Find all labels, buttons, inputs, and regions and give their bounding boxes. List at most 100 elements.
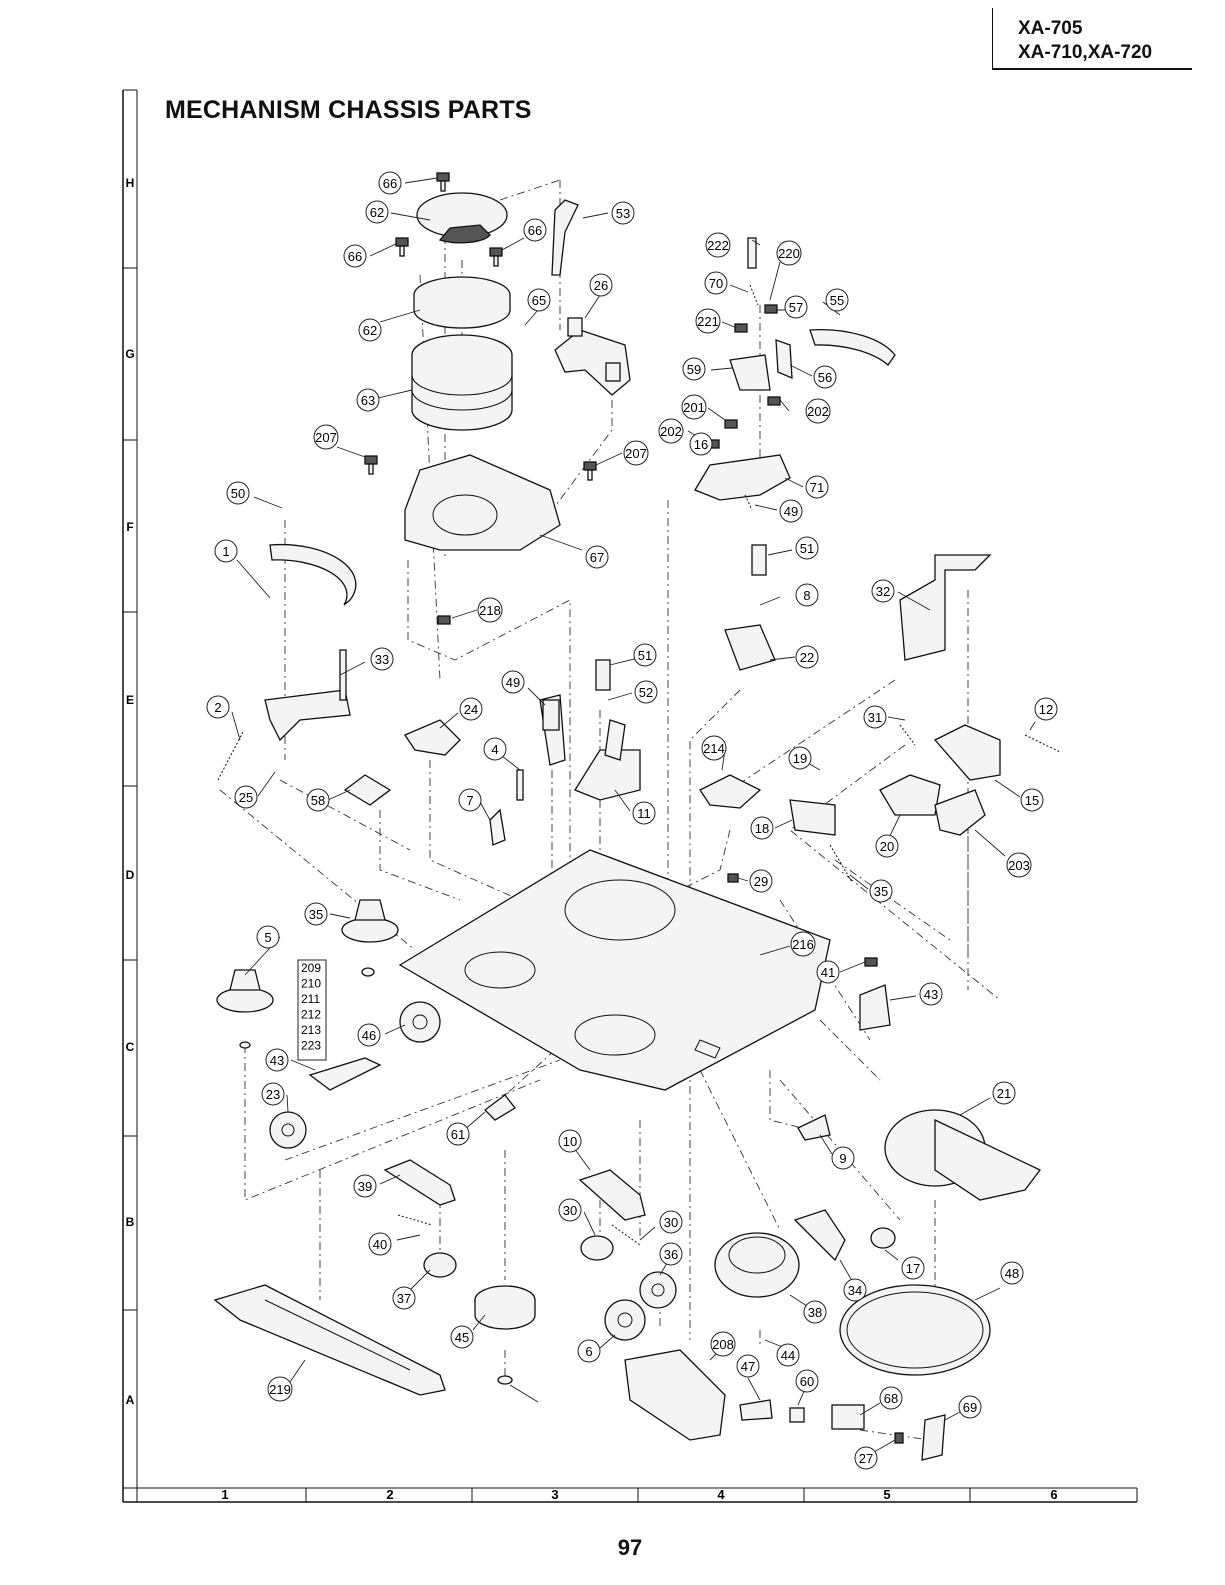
page-title: MECHANISM CHASSIS PARTS <box>165 96 532 124</box>
part-callout-number: 218 <box>479 603 501 618</box>
part-callout-number: 7 <box>466 793 473 808</box>
part-callout: 1 <box>214 539 238 563</box>
part-callout-number: 48 <box>1005 1266 1019 1281</box>
part-callout: 27 <box>854 1446 878 1470</box>
part-callout-number: 50 <box>231 486 245 501</box>
part-callout: 43 <box>265 1048 289 1072</box>
part-callout: 49 <box>779 499 803 523</box>
part-callout-number: 61 <box>451 1127 465 1142</box>
part-callout: 7 <box>458 788 482 812</box>
part-callout-number: 37 <box>397 1291 411 1306</box>
part-callout-number: 44 <box>781 1348 795 1363</box>
part-callout: 36 <box>659 1242 683 1266</box>
part-callout-number: 2 <box>214 700 221 715</box>
part-callout-number: 65 <box>532 293 546 308</box>
part-callouts: 6662666662635365262072075067121822222070… <box>206 171 1058 1470</box>
part-number-list-item: 212 <box>301 1008 321 1022</box>
part-callout-number: 33 <box>375 652 389 667</box>
part-small-brackets <box>308 984 891 1262</box>
part-callout-number: 53 <box>616 206 630 221</box>
part-callout: 17 <box>901 1256 925 1280</box>
part-callout-number: 30 <box>664 1215 678 1230</box>
part-callout-number: 220 <box>778 246 800 261</box>
part-callout-number: 20 <box>880 839 894 854</box>
part-callout-number: 63 <box>361 393 375 408</box>
model-number: XA-710,XA-720 <box>1018 42 1153 63</box>
part-drum-assembly <box>404 192 561 551</box>
callout-leaders <box>231 177 1036 1453</box>
part-number-list-item: 211 <box>301 992 320 1006</box>
part-callout: 33 <box>370 647 394 671</box>
part-callout-number: 208 <box>712 1337 734 1352</box>
part-callout-number: 202 <box>807 404 829 419</box>
part-callout-number: 222 <box>707 238 729 253</box>
part-callout-number: 66 <box>383 176 397 191</box>
part-callout: 46 <box>357 1023 381 1047</box>
part-callout: 12 <box>1034 697 1058 721</box>
grid-column-label: 3 <box>551 1487 558 1502</box>
part-callout-number: 12 <box>1039 702 1053 717</box>
part-callout: 10 <box>558 1129 582 1153</box>
part-callout-number: 26 <box>594 278 608 293</box>
part-callout: 68 <box>879 1386 903 1410</box>
part-callout: 59 <box>682 357 706 381</box>
part-callout-number: 60 <box>800 1374 814 1389</box>
part-callout: 37 <box>392 1286 416 1310</box>
part-callout-number: 23 <box>266 1087 280 1102</box>
part-callout: 69 <box>958 1395 982 1419</box>
part-callout-number: 214 <box>703 741 725 756</box>
part-callout: 11 <box>632 801 656 825</box>
part-callout-number: 49 <box>784 504 798 519</box>
part-callout-number: 15 <box>1025 793 1039 808</box>
grid-row-label: D <box>126 868 135 882</box>
part-callout-number: 201 <box>683 400 705 415</box>
part-callout-number: 19 <box>793 751 807 766</box>
part-callout: 219 <box>267 1376 293 1402</box>
part-callout: 29 <box>749 869 773 893</box>
part-callout: 202 <box>805 398 831 424</box>
part-callout: 8 <box>795 583 819 607</box>
part-callout: 207 <box>313 424 339 450</box>
part-callout: 15 <box>1020 788 1044 812</box>
part-callout: 43 <box>919 982 943 1006</box>
part-callout: 30 <box>558 1198 582 1222</box>
part-callout-number: 6 <box>585 1344 592 1359</box>
part-callout-number: 11 <box>637 806 651 821</box>
part-callout-number: 66 <box>348 249 362 264</box>
grid-row-label: E <box>126 693 134 707</box>
part-callout-number: 49 <box>506 675 520 690</box>
grid-row-label: F <box>126 520 133 534</box>
part-callout-number: 59 <box>687 362 701 377</box>
part-callout: 67 <box>585 545 609 569</box>
part-callout-number: 40 <box>373 1237 387 1252</box>
part-callout-number: 17 <box>906 1261 920 1276</box>
part-callout-number: 4 <box>491 742 498 757</box>
grid-row-label: C <box>126 1040 135 1054</box>
part-callout: 4 <box>483 737 507 761</box>
part-callout: 52 <box>634 680 658 704</box>
part-callout-number: 22 <box>800 650 814 665</box>
part-reel-tables <box>216 899 399 1049</box>
part-callout: 58 <box>306 788 330 812</box>
part-callout: 32 <box>871 579 895 603</box>
part-callout: 22 <box>795 645 819 669</box>
part-callout-number: 16 <box>694 437 708 452</box>
part-callout: 208 <box>710 1331 736 1357</box>
part-callout-number: 29 <box>754 874 768 889</box>
part-callout-number: 69 <box>963 1400 977 1415</box>
part-callout-number: 8 <box>803 588 810 603</box>
part-callout-number: 10 <box>563 1134 577 1149</box>
grid-column-label: 5 <box>883 1487 890 1502</box>
part-levers <box>264 543 1001 846</box>
part-callout-number: 24 <box>464 702 478 717</box>
part-callout-number: 57 <box>789 300 803 315</box>
part-callout: 61 <box>446 1122 470 1146</box>
part-callout: 5 <box>256 925 280 949</box>
part-callout-number: 51 <box>800 541 814 556</box>
part-callout: 62 <box>358 318 382 342</box>
header-underline <box>992 68 1192 70</box>
part-callout: 221 <box>695 308 721 334</box>
part-callout: 201 <box>681 394 707 420</box>
